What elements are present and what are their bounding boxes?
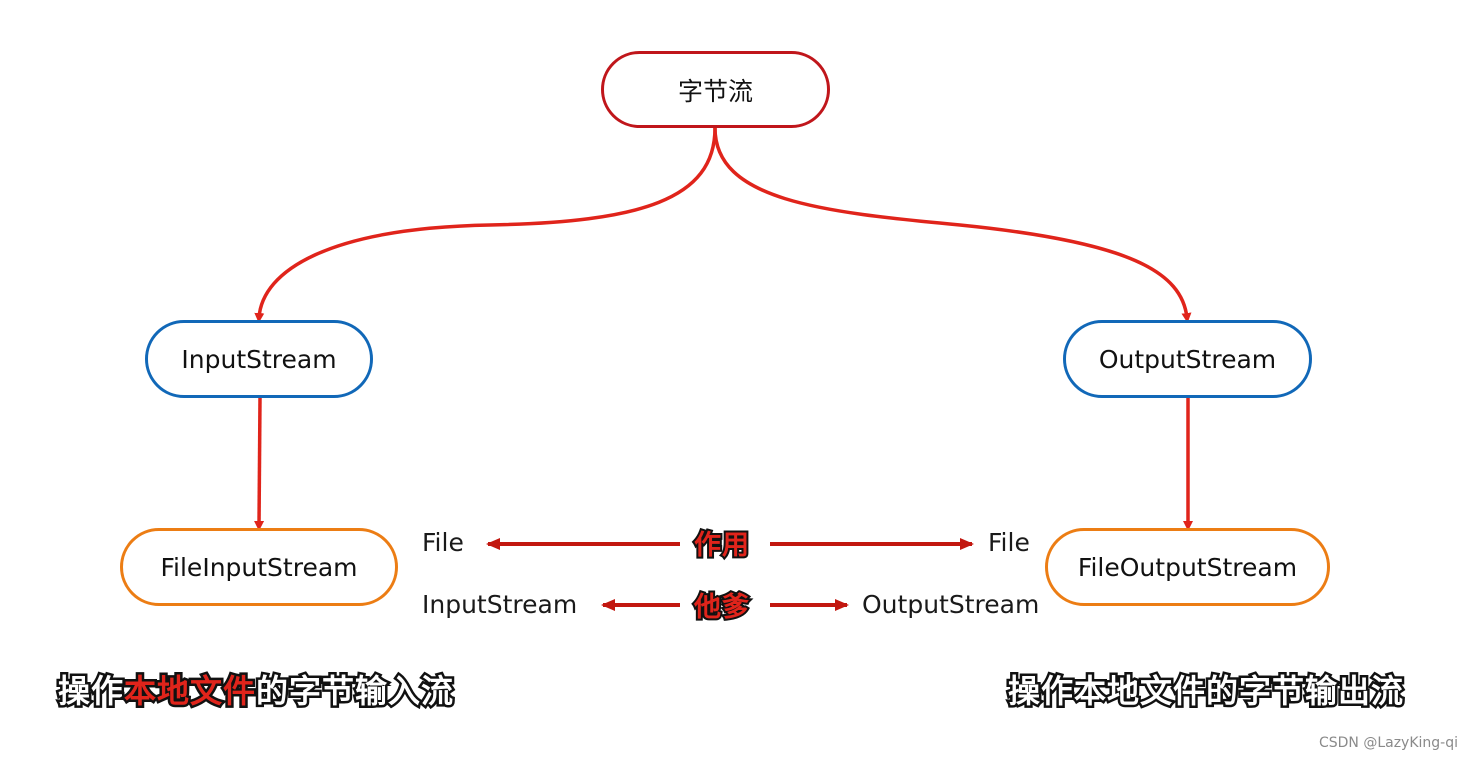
- caption-left-prefix: 操作: [55, 672, 125, 710]
- node-inputstream: InputStream: [145, 320, 373, 398]
- relation-file-right-label: File: [988, 528, 1030, 557]
- connector-inputstream-to-fileinputstream: [254, 397, 265, 531]
- watermark: CSDN @LazyKing-qi: [1318, 735, 1458, 751]
- node-fileinputstream: FileInputStream: [120, 528, 398, 606]
- caption-left-suffix: 的字节输入流: [254, 672, 456, 710]
- caption-file-input-description: 操作本地文件的字节输入流: [55, 672, 456, 710]
- relation-inputstream-label: InputStream: [422, 590, 578, 619]
- node-outputstream: OutputStream: [1063, 320, 1312, 398]
- relation-role-badge: 作用: [692, 530, 751, 561]
- connector-root-to-inputstream: [254, 127, 717, 323]
- caption-left-highlight: 本地文件: [122, 672, 258, 710]
- relation-file-left-label: File: [422, 528, 464, 557]
- relation-outputstream-label: OutputStream: [862, 590, 1040, 619]
- node-fileoutputstream: FileOutputStream: [1045, 528, 1330, 606]
- connector-root-to-outputstream: [713, 127, 1192, 323]
- caption-file-output-description: 操作本地文件的字节输出流: [1005, 672, 1405, 710]
- node-byte-stream: 字节流: [601, 51, 830, 128]
- relation-parent-badge: 他爹: [692, 592, 751, 623]
